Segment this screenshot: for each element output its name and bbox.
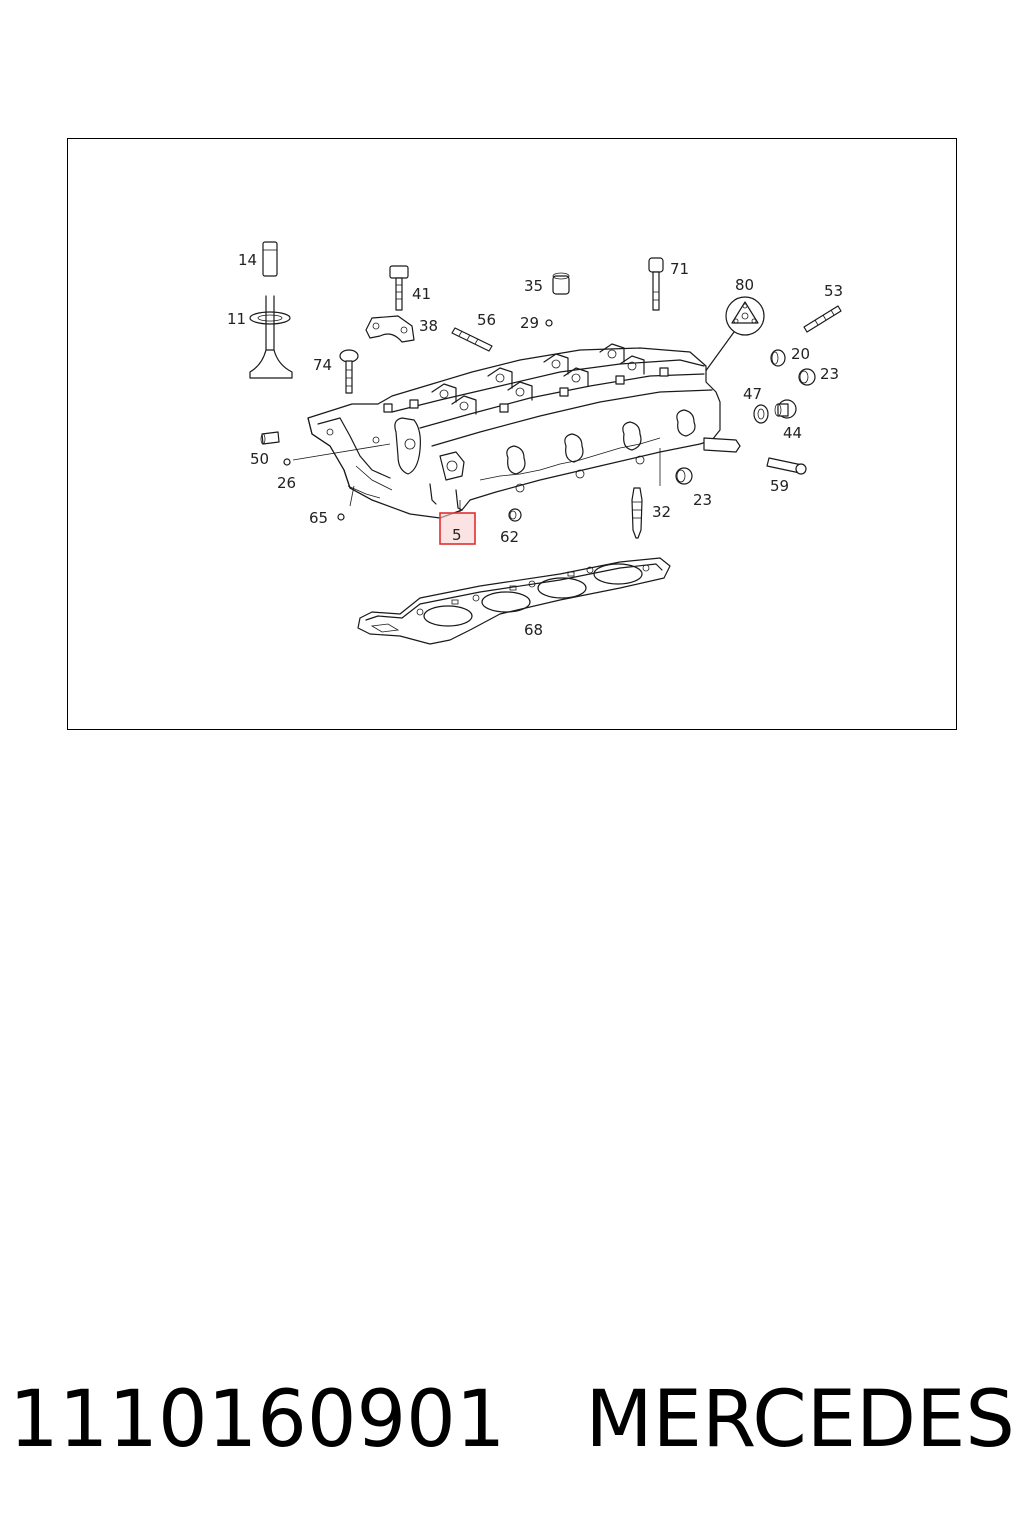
cylinder-head-body — [292, 343, 741, 519]
label-50: 50 — [250, 450, 269, 468]
label-71: 71 — [670, 260, 689, 278]
label-53: 53 — [824, 282, 843, 300]
label-41: 41 — [412, 285, 431, 303]
brand-name: MERCEDES — [585, 1375, 1015, 1465]
label-62: 62 — [500, 528, 519, 546]
label-11: 11 — [227, 310, 246, 328]
part-32-sleeve — [631, 487, 643, 539]
label-80: 80 — [735, 276, 754, 294]
part-20-plug — [770, 349, 786, 367]
part-35-sleeve — [552, 272, 570, 295]
part-number: 1110160901 — [9, 1375, 506, 1465]
label-44: 44 — [783, 424, 802, 442]
part-50-dowel — [260, 431, 280, 445]
label-47: 47 — [743, 385, 762, 403]
label-20: 20 — [791, 345, 810, 363]
label-23-bottom: 23 — [693, 491, 712, 509]
part-38-bearing-cap — [365, 315, 415, 343]
part-59-pin — [766, 457, 807, 475]
part-56-stud — [451, 327, 493, 352]
caption: 1110160901 MERCEDES — [0, 1365, 1024, 1475]
part-47-seal — [753, 404, 769, 424]
part-41-bolt — [389, 265, 409, 311]
part-65-ring — [337, 513, 345, 521]
part-11-valve — [249, 295, 293, 379]
label-68: 68 — [524, 621, 543, 639]
part-74-screw — [339, 349, 359, 394]
label-65: 65 — [309, 509, 328, 527]
part-44-screw-plug — [774, 399, 797, 419]
label-5: 5 — [452, 526, 462, 544]
label-32: 32 — [652, 503, 671, 521]
part-62-plug — [508, 508, 522, 522]
label-35: 35 — [524, 277, 543, 295]
part-23-plug-bottom — [675, 467, 693, 485]
label-26: 26 — [277, 474, 296, 492]
label-14: 14 — [238, 251, 257, 269]
label-29: 29 — [520, 314, 539, 332]
part-53-stud — [803, 305, 842, 333]
part-71-bolt — [648, 257, 664, 311]
part-29-ring — [545, 319, 553, 327]
part-26-ring — [283, 458, 291, 466]
diagram-frame — [67, 138, 957, 730]
part-68-head-gasket — [357, 557, 671, 645]
label-59: 59 — [770, 477, 789, 495]
part-14-tappet — [262, 241, 278, 277]
part-23-plug-top — [798, 368, 816, 386]
label-23-top: 23 — [820, 365, 839, 383]
label-38: 38 — [419, 317, 438, 335]
label-74: 74 — [313, 356, 332, 374]
label-56: 56 — [477, 311, 496, 329]
part-5-highlight — [439, 512, 476, 545]
part-80-plate — [704, 296, 765, 373]
